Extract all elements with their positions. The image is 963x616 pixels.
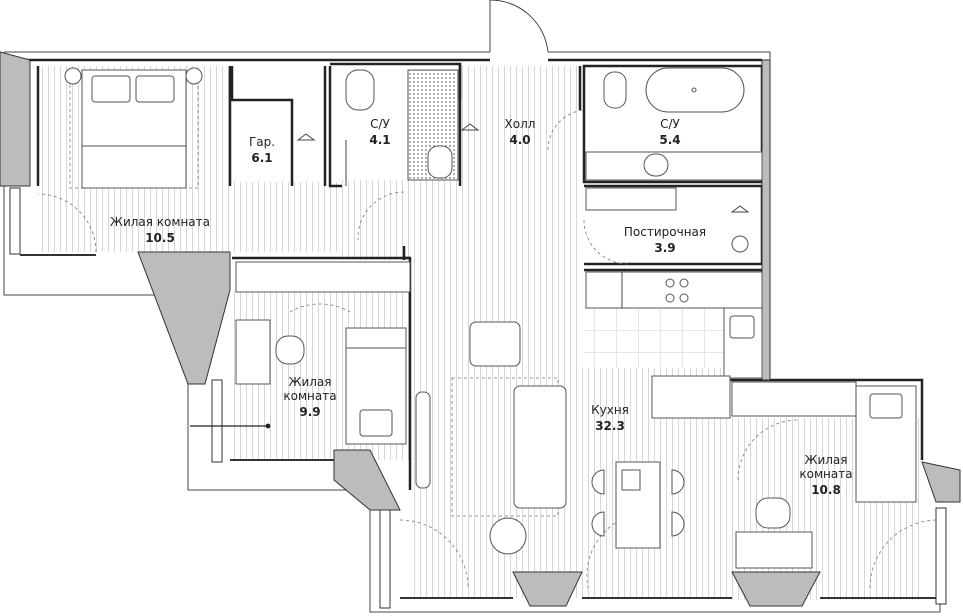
bathtub-icon	[585, 67, 763, 181]
stove-icon	[585, 271, 763, 419]
windows	[9, 187, 947, 609]
bed-icon	[731, 381, 917, 569]
room-labels: Жилая комната 10.5 Гар. 6.1 С/У 4.1 Холл…	[110, 117, 853, 497]
room-name-kitchen: Кухня	[591, 403, 629, 417]
walls	[20, 58, 924, 490]
sofa-icon	[415, 321, 567, 555]
room-name-living2-line1: Жилая	[289, 375, 332, 389]
room-area-bath2: 5.4	[659, 133, 680, 147]
room-name-living3-line2: комната	[799, 467, 852, 481]
room-name-bath1: С/У	[370, 117, 390, 131]
dining-table	[591, 461, 685, 549]
bath1-fixtures	[345, 69, 459, 186]
room-name-living1: Жилая комната	[110, 215, 210, 229]
room-area-living1: 10.5	[145, 231, 175, 245]
room-name-living3-line1: Жилая	[805, 453, 848, 467]
room-area-living2: 9.9	[299, 405, 320, 419]
room-area-bath1: 4.1	[369, 133, 390, 147]
room-area-laundry: 3.9	[654, 241, 675, 255]
leader-dot	[265, 423, 271, 429]
room-area-living3: 10.8	[811, 483, 841, 497]
room-area-hall: 4.0	[509, 133, 530, 147]
doors	[37, 0, 937, 589]
room-area-wardrobe: 6.1	[251, 151, 272, 165]
washer-icon	[585, 187, 749, 253]
columns	[0, 51, 961, 607]
room-name-hall: Холл	[505, 117, 536, 131]
room-name-living2-line2: комната	[283, 389, 336, 403]
bed-icon	[64, 67, 203, 189]
room-name-bath2: С/У	[660, 117, 680, 131]
bed-icon	[235, 261, 411, 445]
room-area-kitchen: 32.3	[595, 419, 625, 433]
room-name-wardrobe: Гар.	[249, 135, 275, 149]
room-name-laundry: Постирочная	[624, 225, 706, 239]
